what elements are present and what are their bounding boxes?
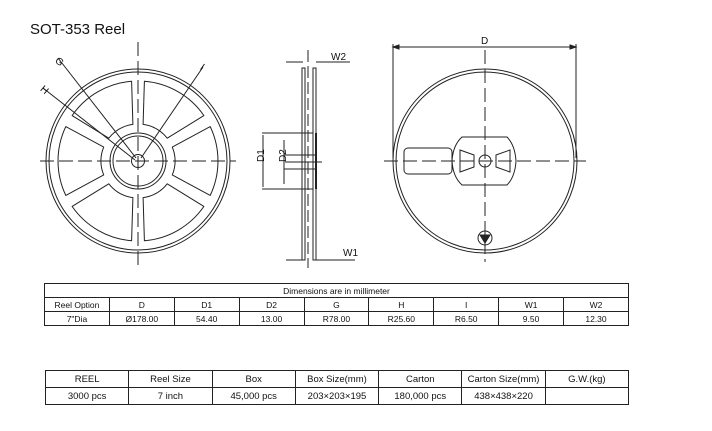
label-G: G — [52, 55, 65, 69]
cell: R78.00 — [303, 311, 370, 326]
reel-window — [57, 126, 105, 196]
header-cell: G — [303, 297, 370, 312]
reel-back-view: D — [384, 36, 586, 262]
header-cell: Carton Size(mm) — [461, 370, 546, 388]
label-I: I — [198, 62, 207, 73]
table-header-row: REEL Reel Size Box Box Size(mm) Carton C… — [44, 370, 630, 388]
cell: 45,000 pcs — [211, 387, 296, 405]
label-D2: D2 — [278, 149, 289, 162]
cell: 9.50 — [498, 311, 564, 326]
header-cell: Carton — [378, 370, 463, 388]
header-cell: Reel Size — [128, 370, 213, 388]
cell: R6.50 — [433, 311, 500, 326]
cell: 7 inch — [128, 387, 213, 405]
dimensions-caption: Dimensions are in millimeter — [44, 283, 629, 298]
label-D: D — [481, 36, 488, 47]
table-header-row: Reel Option D D1 D2 G H I W1 W2 — [44, 297, 629, 312]
reel-front-view: G H I — [38, 42, 236, 265]
reel-window — [71, 80, 134, 139]
table-row: 7"Dia Ø178.00 54.40 13.00 R78.00 R25.60 … — [44, 311, 629, 326]
reel-window — [71, 183, 134, 242]
header-cell: W1 — [498, 297, 564, 312]
cell: 54.40 — [173, 311, 240, 326]
header-cell: I — [433, 297, 500, 312]
cell: Ø178.00 — [108, 311, 175, 326]
packing-table: REEL Reel Size Box Box Size(mm) Carton C… — [44, 370, 630, 405]
reel-side-view: W2 W1 D1 D2 — [256, 50, 358, 268]
header-cell: D1 — [173, 297, 240, 312]
header-cell: Reel Option — [44, 297, 110, 312]
reel-window — [171, 126, 219, 196]
header-cell: H — [368, 297, 435, 312]
cell — [544, 387, 630, 405]
header-cell: W2 — [563, 297, 629, 312]
reel-window — [142, 80, 205, 139]
header-cell: G.W.(kg) — [544, 370, 630, 388]
page-title: SOT-353 Reel — [30, 21, 126, 38]
cell: 180,000 pcs — [378, 387, 463, 405]
cell: 203×203×195 — [294, 387, 380, 405]
label-D1: D1 — [256, 149, 267, 162]
dimensions-table: Dimensions are in millimeter Reel Option… — [44, 283, 629, 326]
header-cell: Box — [211, 370, 296, 388]
reel-window — [142, 183, 205, 242]
label-W2: W2 — [331, 52, 346, 63]
cell: R25.60 — [368, 311, 435, 326]
label-W1: W1 — [343, 248, 358, 259]
cell: 13.00 — [238, 311, 305, 326]
cell: 3000 pcs — [44, 387, 130, 405]
cell: 7"Dia — [44, 311, 110, 326]
label-H: H — [38, 84, 51, 97]
header-cell: REEL — [44, 370, 130, 388]
header-cell: Box Size(mm) — [294, 370, 380, 388]
header-cell: D2 — [238, 297, 305, 312]
cell: 438×438×220 — [461, 387, 546, 405]
cell: 12.30 — [563, 311, 629, 326]
header-cell: D — [108, 297, 175, 312]
table-row: 3000 pcs 7 inch 45,000 pcs 203×203×195 1… — [44, 387, 630, 405]
